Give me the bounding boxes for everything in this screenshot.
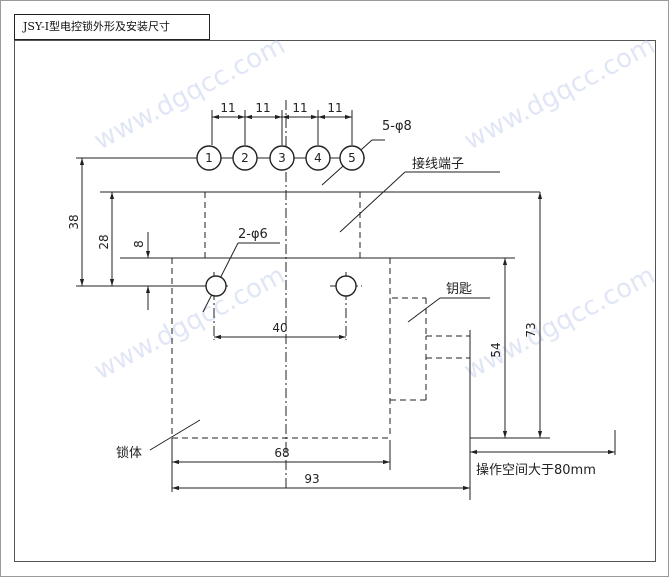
mounting-hole-left [205, 275, 227, 297]
watermark-2: www.dgqcc.com [459, 30, 660, 156]
terminal-2 [232, 145, 258, 171]
dim-38: 38 [67, 214, 81, 229]
terminal-row [196, 145, 365, 171]
terminal-extension-lines [211, 110, 353, 145]
drawing-title: JSY-Ⅰ型电控锁外形及安装尺寸 [14, 14, 210, 40]
watermark-4: www.dgqcc.com [459, 260, 660, 386]
label-body: 锁体 [116, 445, 142, 461]
dim-40: 40 [272, 321, 287, 335]
terminal-number-1: 1 [205, 151, 213, 165]
dim-pitch-2: 11 [255, 101, 270, 115]
dim-pitch-3: 11 [292, 101, 307, 115]
dim-pitch-1: 11 [220, 101, 235, 115]
lock-body-outline [171, 258, 470, 439]
dim-54: 54 [489, 342, 503, 357]
callout-labels: 5-φ8 接线端子 2-φ6 钥匙 锁体 操作空间大于80mm [116, 119, 596, 478]
watermark-group: www.dgqcc.com www.dgqcc.com www.dgqcc.co… [89, 30, 660, 386]
mounting-holes [205, 275, 357, 297]
terminal-number-2: 2 [241, 151, 249, 165]
dim-8: 8 [132, 240, 146, 248]
dimension-labels: 11 11 11 11 38 28 8 40 54 73 68 93 [67, 101, 538, 486]
terminal-number-3: 3 [278, 151, 286, 165]
dim-pitch-4: 11 [327, 101, 342, 115]
label-terminal-spec: 5-φ8 [382, 119, 412, 134]
terminal-5 [339, 145, 365, 171]
upper-block-outline [204, 191, 361, 258]
dim-68: 68 [274, 446, 289, 460]
terminal-number-group: 1 2 3 4 5 [205, 151, 356, 165]
drawing-area [14, 40, 656, 562]
terminal-number-4: 4 [314, 151, 322, 165]
terminal-3 [269, 145, 295, 171]
label-holes: 2-φ6 [238, 227, 268, 242]
watermark-1: www.dgqcc.com [89, 30, 290, 156]
leader-key [407, 297, 441, 323]
leader-body [149, 419, 201, 451]
dim-28: 28 [97, 234, 111, 249]
label-key: 钥匙 [446, 282, 472, 297]
dim-73: 73 [524, 322, 538, 337]
mounting-hole-right [335, 275, 357, 297]
dim-93: 93 [304, 472, 319, 486]
label-clearance: 操作空间大于80mm [476, 462, 596, 478]
label-terminals: 接线端子 [412, 156, 464, 172]
terminal-1 [196, 145, 222, 171]
leader-terminals [339, 171, 406, 233]
watermark-3: www.dgqcc.com [89, 260, 290, 386]
terminal-number-5: 5 [348, 151, 356, 165]
terminal-4 [305, 145, 331, 171]
